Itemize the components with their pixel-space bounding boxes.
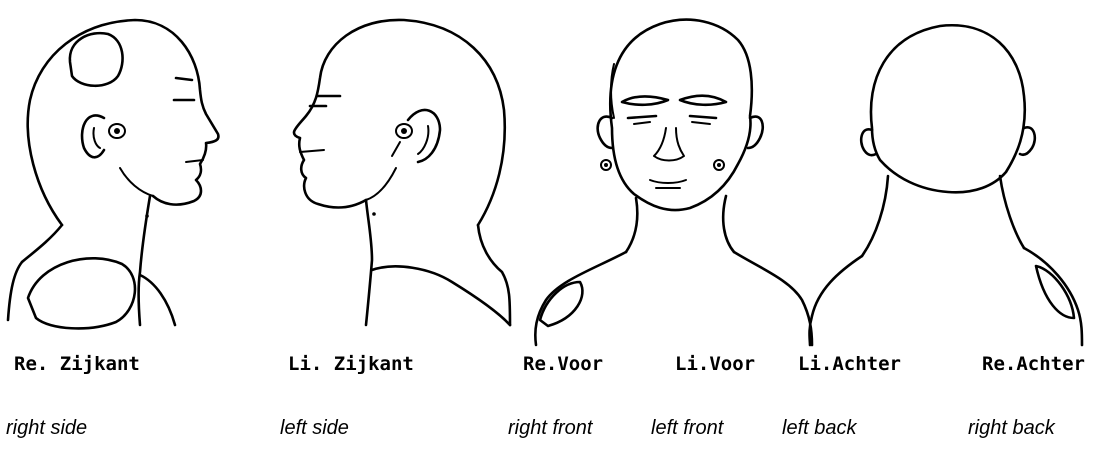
label-en-left-side: left side xyxy=(280,418,349,438)
label-en-front-left: left front xyxy=(651,418,723,438)
head-back-view xyxy=(810,25,1083,345)
label-nl-left-side: Li. Zijkant xyxy=(288,355,414,374)
label-nl-front-left: Li.Voor xyxy=(675,355,755,374)
label-nl-front-right: Re.Voor xyxy=(523,355,603,374)
head-right-side-profile xyxy=(8,20,218,328)
label-nl-back-left: Li.Achter xyxy=(798,355,901,374)
label-en-back-left: left back xyxy=(782,418,856,438)
head-front-view xyxy=(535,20,812,345)
label-nl-right-side: Re. Zijkant xyxy=(14,355,140,374)
head-left-side-profile xyxy=(294,20,510,325)
label-en-back-right: right back xyxy=(968,418,1055,438)
label-en-right-side: right side xyxy=(6,418,87,438)
label-nl-back-right: Re.Achter xyxy=(982,355,1085,374)
label-en-front-right: right front xyxy=(508,418,592,438)
